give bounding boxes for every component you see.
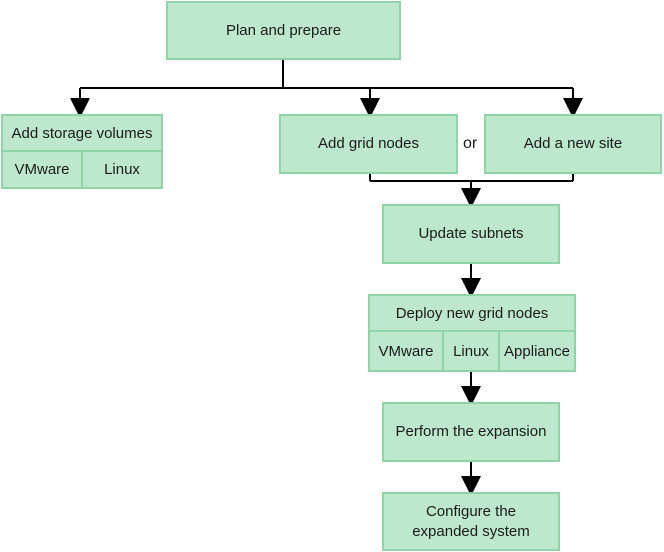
node-plan-and-prepare: Plan and prepare xyxy=(166,1,401,60)
add-storage-header: Add storage volumes xyxy=(1,114,163,152)
deploy-vmware-label: VMware xyxy=(378,342,434,360)
add-storage-linux-cell: Linux xyxy=(81,150,163,189)
deploy-linux-cell: Linux xyxy=(442,330,500,372)
node-add-storage-volumes: Add storage volumes VMware Linux xyxy=(1,114,163,189)
node-configure-expanded-system: Configure the expanded system xyxy=(382,492,560,551)
node-add-grid-nodes: Add grid nodes xyxy=(279,114,458,174)
perform-label: Perform the expansion xyxy=(395,423,547,440)
deploy-header: Deploy new grid nodes xyxy=(368,294,576,332)
add-storage-label: Add storage volumes xyxy=(11,124,153,142)
add-storage-linux-label: Linux xyxy=(104,161,140,178)
deploy-label: Deploy new grid nodes xyxy=(395,304,549,322)
add-storage-vmware-label: VMware xyxy=(14,161,70,178)
node-plan-label: Plan and prepare xyxy=(225,21,342,39)
deploy-linux-label: Linux xyxy=(453,342,489,360)
configure-label-line1: Configure the xyxy=(425,502,517,520)
node-deploy-new-grid-nodes: Deploy new grid nodes VMware Linux Appli… xyxy=(368,294,576,372)
node-perform-expansion: Perform the expansion xyxy=(382,402,560,462)
or-label: or xyxy=(463,135,477,153)
configure-label-line2: expanded system xyxy=(412,522,530,540)
deploy-appliance-cell: Appliance xyxy=(498,330,576,372)
deploy-vmware-cell: VMware xyxy=(368,330,444,372)
add-site-label: Add a new site xyxy=(523,135,623,152)
update-subnets-label: Update subnets xyxy=(418,225,524,242)
node-add-new-site: Add a new site xyxy=(484,114,662,174)
node-update-subnets: Update subnets xyxy=(382,204,560,264)
or-text: or xyxy=(463,135,478,152)
add-grid-label: Add grid nodes xyxy=(318,135,419,152)
deploy-appliance-label: Appliance xyxy=(504,342,570,360)
add-storage-vmware-cell: VMware xyxy=(1,150,83,189)
